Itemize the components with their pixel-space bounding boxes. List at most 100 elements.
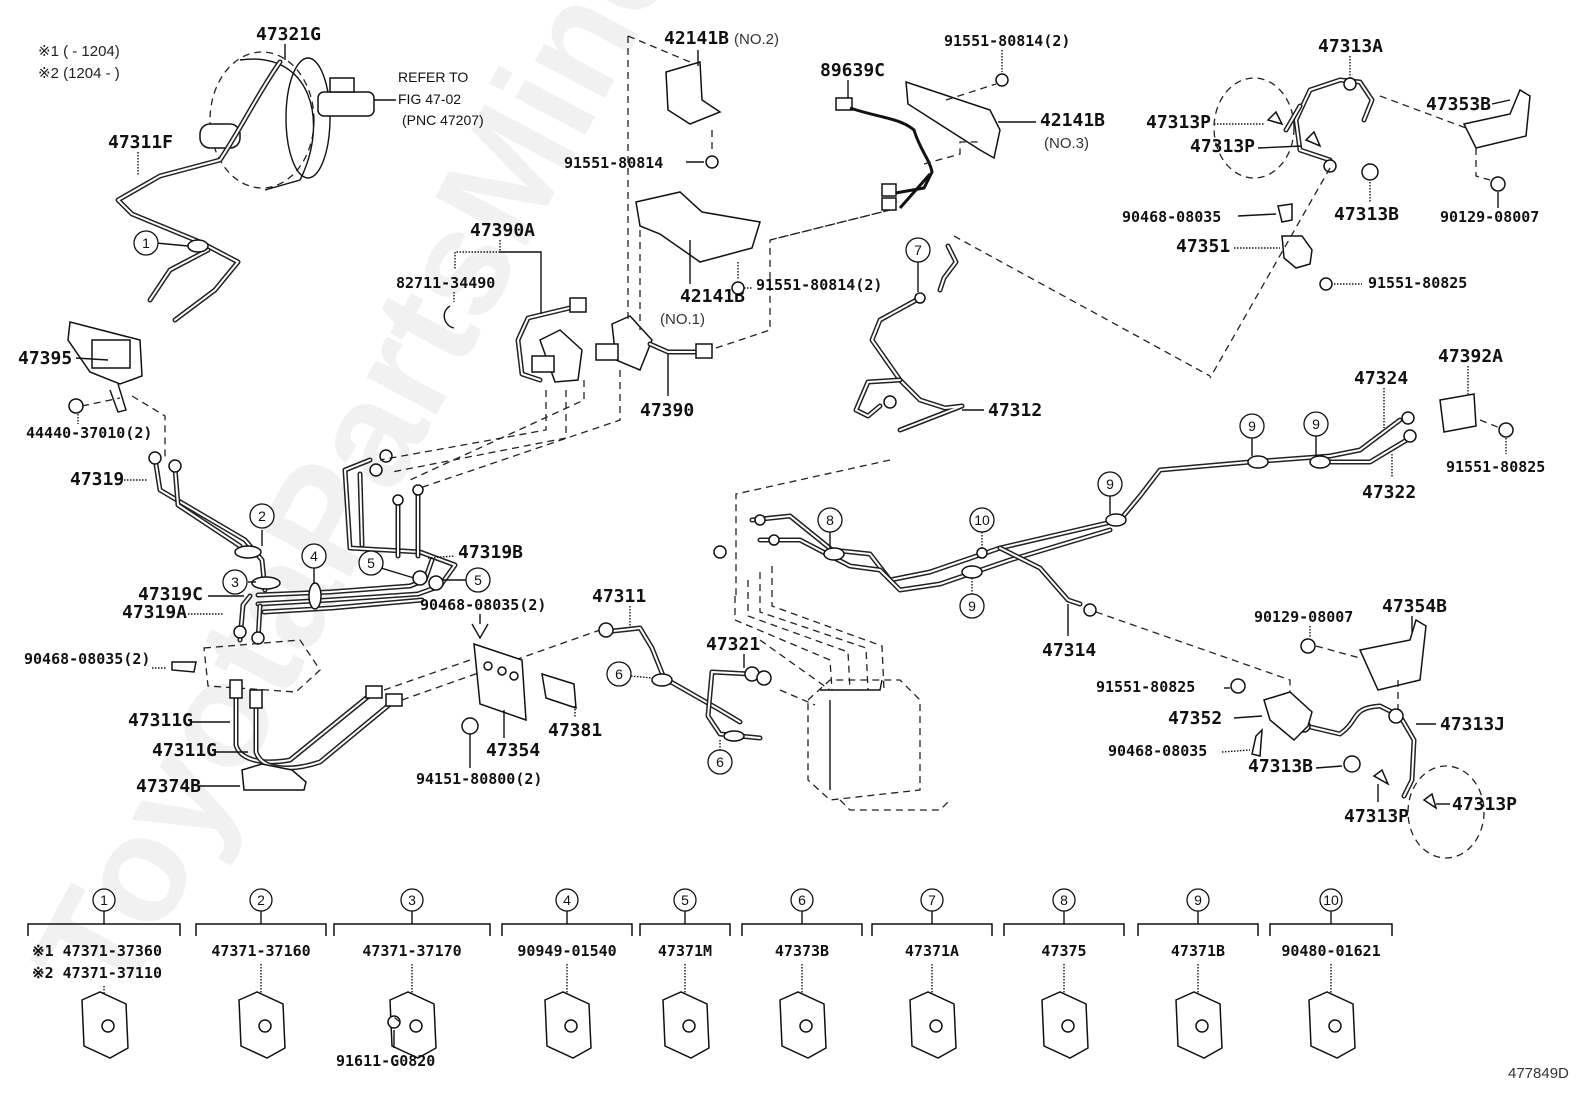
refer-line1: REFER TO bbox=[398, 69, 468, 85]
refer-line2: FIG 47-02 bbox=[398, 91, 461, 107]
bracket-42141B-no2 bbox=[665, 61, 722, 125]
legend-bracket bbox=[1137, 923, 1259, 936]
harness-89639C bbox=[835, 97, 934, 211]
refer-line3: (PNC 47207) bbox=[402, 112, 484, 128]
bracket-47351 bbox=[1281, 235, 1313, 269]
label-90468-08035-left: 90468-08035(2) bbox=[24, 650, 150, 668]
label-47313P-c: 47313P bbox=[1344, 806, 1409, 827]
label-91551-80825-bot: 91551-80825 bbox=[1096, 678, 1195, 696]
clip-hole bbox=[258, 1019, 272, 1033]
label-44440-37010: 44440-37010(2) bbox=[26, 424, 152, 442]
legend-bracket bbox=[333, 923, 491, 936]
clip-hole bbox=[929, 1019, 943, 1033]
plate-47354 bbox=[473, 642, 527, 722]
legend-part-number: 47375 bbox=[1041, 942, 1086, 960]
legend-part-number: 47371A bbox=[905, 942, 959, 960]
label-47352: 47352 bbox=[1168, 708, 1222, 729]
clip-hole bbox=[564, 1019, 578, 1033]
label-47321G: 47321G bbox=[256, 24, 321, 45]
label-89639C: 89639C bbox=[820, 60, 885, 81]
ref-circle-9d: 9 bbox=[1312, 416, 1320, 432]
legend-ref-number: 3 bbox=[408, 892, 416, 908]
label-47313P-a: 47313P bbox=[1146, 112, 1211, 133]
bracket-47352 bbox=[1263, 691, 1313, 742]
label-82711-34490: 82711-34490 bbox=[396, 274, 495, 292]
ref-circle-3: 3 bbox=[231, 574, 239, 590]
legend-part-number: ※1 47371-37360 bbox=[32, 942, 162, 960]
label-47314: 47314 bbox=[1042, 640, 1096, 661]
legend-item-1: 1 ※1 47371-37360 ※2 47371-37110 bbox=[27, 888, 181, 1059]
label-47312: 47312 bbox=[988, 400, 1042, 421]
label-47313J: 47313J bbox=[1440, 714, 1505, 735]
label-47390A: 47390A bbox=[470, 220, 535, 241]
label-47311: 47311 bbox=[592, 586, 646, 607]
label-91551-80814-b: 91551-80814(2) bbox=[756, 276, 882, 294]
clip-hole bbox=[409, 1019, 423, 1033]
ref-circle-5a: 5 bbox=[367, 555, 375, 571]
label-47321: 47321 bbox=[706, 634, 760, 655]
legend-ref-number: 7 bbox=[928, 892, 936, 908]
legend-dash bbox=[389, 1013, 401, 1023]
ref-circle-6b: 6 bbox=[716, 754, 724, 770]
clip-hole bbox=[682, 1019, 696, 1033]
clip-legend: 1※1 47371-37360※2 47371-37110247371-3716… bbox=[27, 888, 1393, 1070]
bracket-47395 bbox=[67, 321, 143, 413]
legend-ref-number: 1 bbox=[100, 892, 108, 908]
clip-hole bbox=[101, 1019, 115, 1033]
note-1: ※1 ( - 1204) bbox=[38, 43, 120, 60]
ref-circle-2: 2 bbox=[258, 508, 266, 524]
legend-item-10: 10 90480-01621 bbox=[1269, 888, 1393, 1059]
label-47313P-d: 47313P bbox=[1452, 794, 1517, 815]
bracket-47354B bbox=[1358, 618, 1427, 691]
legend-part-number: 90480-01621 bbox=[1281, 942, 1380, 960]
ref-circle-8: 8 bbox=[826, 512, 834, 528]
label-91551-80814-a: 91551-80814 bbox=[564, 154, 663, 172]
label-47313B-bot: 47313B bbox=[1248, 756, 1313, 777]
label-94151-80800: 94151-80800(2) bbox=[416, 770, 542, 788]
label-47395: 47395 bbox=[18, 348, 72, 369]
legend-item-5: 5 47371M bbox=[639, 888, 731, 1059]
sensor-47390A bbox=[515, 297, 587, 383]
legend-ref-number: 8 bbox=[1060, 892, 1068, 908]
legend-part-number: 90949-01540 bbox=[517, 942, 616, 960]
label-90468-08035-bot: 90468-08035 bbox=[1108, 742, 1207, 760]
legend-ref-number: 5 bbox=[681, 892, 689, 908]
ref-circle-5b: 5 bbox=[474, 572, 482, 588]
label-42141B-no3: 42141B bbox=[1040, 110, 1105, 131]
ref-circle-9c: 9 bbox=[1248, 418, 1256, 434]
label-47319: 47319 bbox=[70, 469, 124, 490]
label-47313P-b: 47313P bbox=[1190, 136, 1255, 157]
legend-part-number: 47371M bbox=[658, 942, 712, 960]
label-42141B-no1: 42141B bbox=[680, 286, 745, 307]
label-47351: 47351 bbox=[1176, 236, 1230, 257]
label-90129-08007-bot: 90129-08007 bbox=[1254, 608, 1353, 626]
legend-ref-number: 6 bbox=[798, 892, 806, 908]
legend-ref-number: 4 bbox=[563, 892, 571, 908]
legend-ref-number: 9 bbox=[1194, 892, 1202, 908]
legend-bracket bbox=[871, 923, 993, 936]
legend-bracket bbox=[741, 923, 863, 936]
ref-circle-9a: 9 bbox=[968, 598, 976, 614]
legend-bracket bbox=[501, 923, 633, 936]
label-47319A: 47319A bbox=[122, 602, 187, 623]
legend-part-number: 47371B bbox=[1171, 942, 1225, 960]
legend-part-number: ※2 47371-37110 bbox=[32, 964, 162, 982]
ref-circle-7: 7 bbox=[914, 242, 922, 258]
label-47390: 47390 bbox=[640, 400, 694, 421]
brake-booster bbox=[199, 51, 375, 191]
legend-ref-number: 10 bbox=[1323, 892, 1339, 908]
bracket-42141B-no1 bbox=[635, 191, 761, 263]
legend-bracket bbox=[639, 923, 731, 936]
note-2: ※2 (1204 - ) bbox=[38, 65, 120, 82]
label-47313B-top: 47313B bbox=[1334, 204, 1399, 225]
label-91551-80814-c: 91551-80814(2) bbox=[944, 32, 1070, 50]
figure-id: 477849D bbox=[1508, 1065, 1569, 1082]
label-91551-80825-top: 91551-80825 bbox=[1368, 274, 1467, 292]
clip-hole bbox=[799, 1019, 813, 1033]
label-90468-08035-top: 90468-08035 bbox=[1122, 208, 1221, 226]
legend-bracket bbox=[27, 923, 181, 936]
label-47313A: 47313A bbox=[1318, 36, 1383, 57]
label-47311F: 47311F bbox=[108, 132, 173, 153]
